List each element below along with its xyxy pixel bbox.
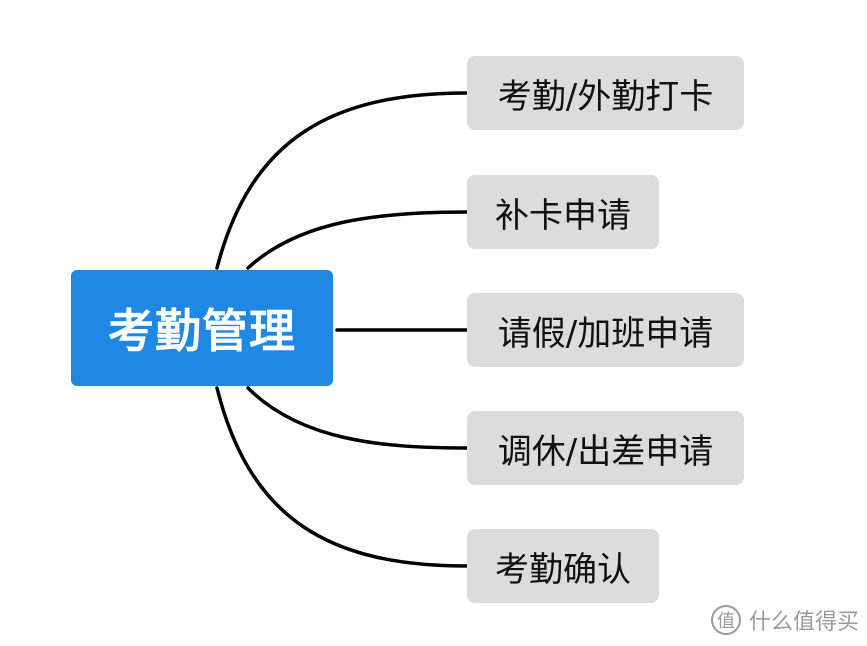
child-node-attendance-clockin[interactable]: 考勤/外勤打卡 xyxy=(467,56,744,130)
child-node-attendance-confirm[interactable]: 考勤确认 xyxy=(467,529,659,603)
root-node[interactable]: 考勤管理 xyxy=(71,270,333,386)
child-node-label: 考勤/外勤打卡 xyxy=(497,76,714,117)
connector-line xyxy=(246,210,469,270)
child-node-timeoff-travel[interactable]: 调休/出差申请 xyxy=(467,411,744,485)
child-node-label: 请假/加班申请 xyxy=(497,313,714,354)
child-node-leave-overtime[interactable]: 请假/加班申请 xyxy=(467,293,744,367)
connector-line xyxy=(246,386,469,450)
connector-line xyxy=(215,91,469,270)
watermark-text: 什么值得买 xyxy=(748,610,859,635)
watermark-logo-icon: 值 xyxy=(710,605,741,635)
watermark: 值 什么值得买 xyxy=(710,604,859,636)
child-node-label: 考勤确认 xyxy=(495,549,631,590)
child-node-label: 补卡申请 xyxy=(495,195,631,236)
child-node-makeup-clockin[interactable]: 补卡申请 xyxy=(467,175,659,249)
child-node-label: 调休/出差申请 xyxy=(497,431,714,472)
root-node-label: 考勤管理 xyxy=(108,304,296,358)
connector-line xyxy=(215,386,469,568)
